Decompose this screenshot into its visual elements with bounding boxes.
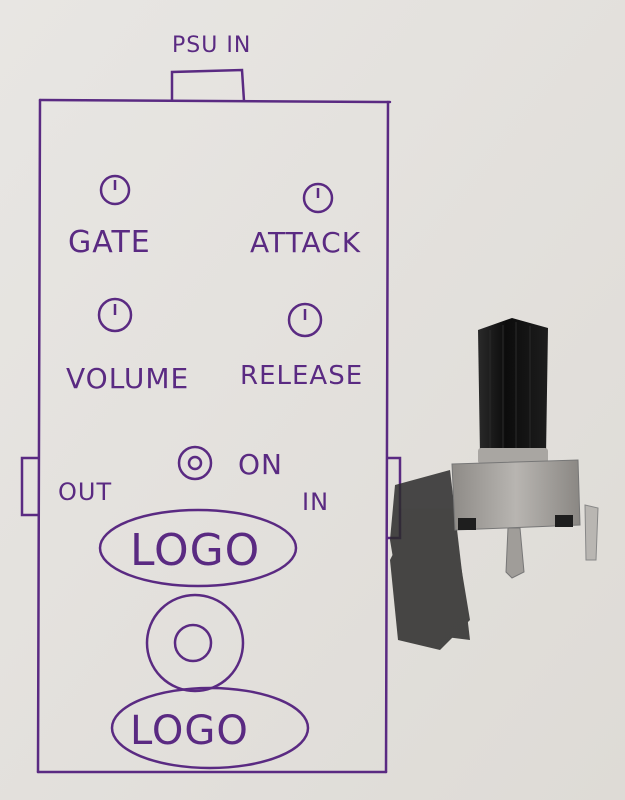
logo-bottom-label: LOGO bbox=[130, 708, 249, 754]
in-label: IN bbox=[302, 488, 329, 516]
knob-release bbox=[287, 302, 323, 338]
knob-volume bbox=[97, 297, 133, 333]
out-label: OUT bbox=[58, 478, 112, 506]
attack-label: ATTACK bbox=[250, 226, 361, 259]
gate-label: GATE bbox=[68, 225, 151, 260]
release-label: RELEASE bbox=[240, 361, 363, 391]
on-led bbox=[177, 445, 213, 481]
on-label: ON bbox=[238, 448, 283, 481]
logo-top-ellipse bbox=[98, 508, 298, 588]
enclosure-outline bbox=[36, 98, 392, 774]
knob-gate bbox=[99, 174, 131, 206]
out-jack bbox=[20, 456, 39, 517]
psu-jack bbox=[170, 68, 246, 102]
knob-attack bbox=[302, 182, 334, 214]
potentiometer bbox=[451, 318, 599, 579]
potentiometer-shadow bbox=[390, 470, 470, 650]
logo-bottom-ellipse bbox=[110, 686, 310, 770]
logo-top-label: LOGO bbox=[130, 525, 260, 576]
psu-in-label: PSU IN bbox=[172, 33, 251, 58]
footswitch bbox=[145, 593, 245, 693]
volume-label: VOLUME bbox=[66, 362, 189, 395]
